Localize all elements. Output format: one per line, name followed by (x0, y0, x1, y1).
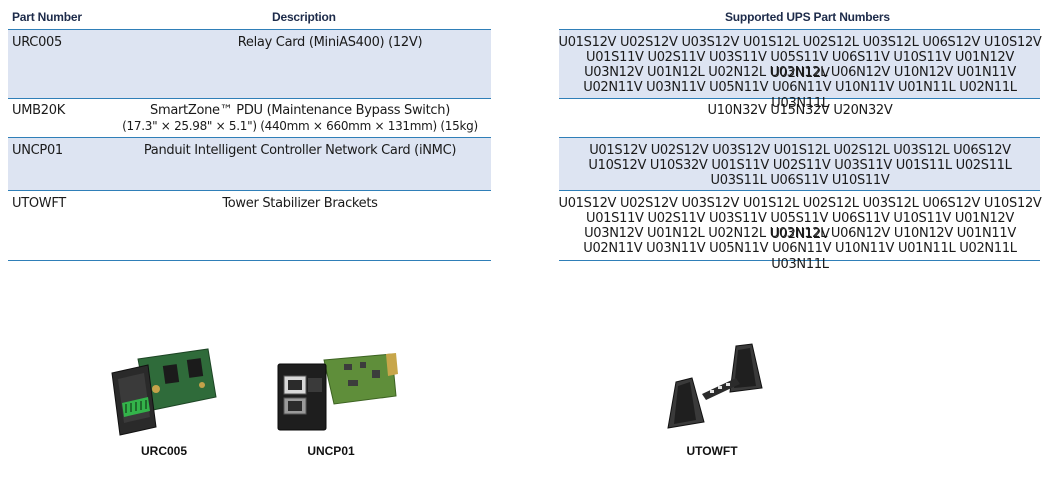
ups-list-line: U02N11V U03N11V U05N11V U06N11V U10N11V … (583, 241, 1017, 272)
part-number-cell: URC005 (12, 35, 62, 50)
caption-utowft: UTOWFT (686, 444, 738, 458)
tower-bracket-image (667, 343, 763, 429)
row-shade (8, 138, 491, 190)
row-rule (559, 98, 1040, 99)
caption-urc005: URC005 (140, 444, 188, 458)
part-number-cell: UNCP01 (12, 143, 63, 158)
description-cell-line2: (17.3" × 25.98" × 5.1") (440mm × 660mm ×… (122, 119, 478, 133)
ups-list-line: U01S12V U02S12V U03S12V U01S12L U02S12L … (558, 196, 1042, 211)
part-number-cell: UTOWFT (12, 196, 66, 211)
ups-list-line: U02N11V U03N11V U05N11V U06N11V U10N11V … (583, 80, 1017, 111)
header-rule (559, 29, 1040, 30)
description-cell: Panduit Intelligent Controller Network C… (143, 143, 457, 158)
table-bottom-rule (559, 260, 1040, 261)
network-card-image (277, 353, 398, 431)
ups-list-line: U03N12V U01N12L U02N12L U03N12L U06N12V … (584, 65, 1016, 80)
description-cell: SmartZone™ PDU (Maintenance Bypass Switc… (150, 103, 450, 118)
description-cell: Tower Stabilizer Brackets (222, 196, 378, 211)
ups-list-line: U01S12V U02S12V U03S12V U01S12L U02S12L … (558, 35, 1042, 50)
description-cell: Relay Card (MiniAS400) (12V) (237, 35, 423, 50)
row-rule (8, 98, 491, 99)
ups-list-line: U03N12V U01N12L U02N12L U03N12L U06N12V … (584, 226, 1016, 241)
ups-list-line: U01S11V U02S11V U03S11V U05S11V U06S11V … (586, 211, 1014, 242)
row-rule (8, 190, 491, 191)
header-supported-ups: Supported UPS Part Numbers (725, 10, 890, 24)
caption-uncp01: UNCP01 (307, 444, 355, 458)
relay-card-image (111, 348, 217, 436)
row-rule (8, 137, 491, 138)
header-part-number: Part Number (12, 10, 82, 24)
ups-list-line: U01S12V U02S12V U03S12V U01S12L U02S12L … (589, 143, 1011, 158)
row-rule (559, 190, 1040, 191)
header-rule (8, 29, 491, 30)
ups-list-line: U01S11V U02S11V U03S11V U05S11V U06S11V … (586, 50, 1014, 81)
ups-list-line: U10N32V U15N32V U20N32V (707, 103, 893, 118)
ups-list-line: U03S11L U06S11V U10S11V (710, 173, 890, 188)
row-shade (559, 138, 1040, 190)
row-shade (559, 30, 1040, 98)
row-shade (8, 30, 491, 98)
table-bottom-rule (8, 260, 491, 261)
row-rule (559, 137, 1040, 138)
header-description: Description (272, 10, 336, 24)
ups-list-line: U10S12V U10S32V U01S11V U02S11V U03S11V … (588, 158, 1012, 173)
part-number-cell: UMB20K (12, 103, 65, 118)
